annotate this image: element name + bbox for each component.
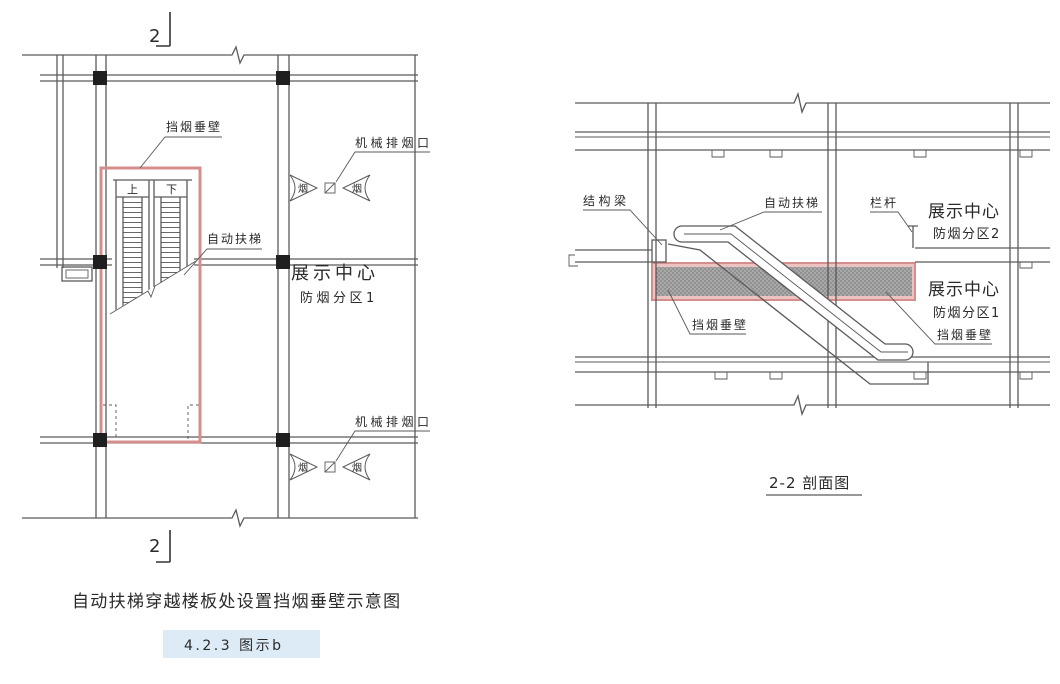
- upper-zone-name: 展示中心: [928, 202, 1000, 222]
- column: [276, 255, 290, 269]
- section-mark-bottom-number: 2: [149, 536, 160, 557]
- plan-zone-name: 展示中心: [291, 263, 379, 284]
- smoke-barrier-left-label: 挡烟垂壁: [692, 317, 748, 332]
- column: [276, 433, 290, 447]
- escalator-section: [667, 225, 929, 385]
- stair-landing-inner: [65, 269, 89, 279]
- plan-structural-lines: [22, 45, 418, 528]
- smoke-exhaust-outlet-bottom: 烟 烟: [289, 453, 371, 481]
- exhaust-grille-icon: [324, 182, 336, 194]
- column: [276, 71, 290, 85]
- figure-caption: 自动扶梯穿越楼板处设置挡烟垂壁示意图: [72, 592, 401, 612]
- figure-number: 4.2.3 图示b: [184, 638, 283, 654]
- figure-number-background: [163, 630, 320, 658]
- smoke-barrier-right-leader: [885, 291, 992, 345]
- section-mark-top-line: [156, 12, 171, 47]
- escalator-handrail-band: [673, 225, 914, 361]
- exhaust-arrow-right-icon: [341, 174, 371, 202]
- escalator-leader: [183, 248, 262, 276]
- exhaust-arrow-left-glyph: 烟: [298, 182, 308, 195]
- plan-zone-id: 防烟分区1: [300, 290, 378, 306]
- section-view: 结构梁 自动扶梯 栏杆 展示中心 防烟分区2 展示中心 防烟分区1 挡烟垂壁 挡…: [568, 91, 1050, 496]
- column: [93, 255, 107, 269]
- beam-leader: [583, 209, 663, 246]
- railing-leader: [870, 211, 913, 233]
- railing-label: 栏杆: [870, 195, 898, 210]
- exhaust-arrow-right-glyph: 烟: [352, 461, 362, 474]
- smoke-barrier-left-leader: [667, 289, 746, 335]
- plan-view: 2 2 上 下: [22, 12, 433, 563]
- section-escalator-label: 自动扶梯: [764, 195, 820, 210]
- section-mark-top-number: 2: [149, 26, 160, 47]
- escalator-down-label: 下: [166, 183, 177, 196]
- exhaust-top-label: 机械排烟口: [355, 135, 433, 150]
- exhaust-arrow-right-icon: [341, 453, 371, 481]
- escalator-down-steps: [161, 199, 180, 312]
- exhaust-arrow-right-glyph: 烟: [352, 182, 362, 195]
- exhaust-arrow-left-icon: [289, 174, 319, 202]
- exhaust-grille-diagonal: [324, 461, 336, 473]
- exhaust-arrow-left-glyph: 烟: [298, 461, 308, 474]
- escalator-up-label: 上: [127, 183, 138, 196]
- section-title: 2-2 剖面图: [769, 474, 850, 492]
- lower-zone-id: 防烟分区1: [933, 305, 1001, 321]
- section-structural-lines: [575, 91, 1050, 417]
- structural-beam: [651, 239, 667, 263]
- smoke-barrier-outline: [99, 166, 202, 444]
- exhaust-arrow-left-icon: [289, 453, 319, 481]
- escalator-plan: [113, 179, 192, 312]
- column: [93, 433, 107, 447]
- section-mark-bottom-line: [156, 530, 171, 563]
- escalator-label: 自动扶梯: [207, 231, 263, 246]
- plan-columns: [93, 71, 290, 447]
- section-mark-bottom: 2: [149, 530, 171, 563]
- lower-zone-name: 展示中心: [928, 280, 1000, 300]
- column: [93, 71, 107, 85]
- smoke-barrier-leader: [139, 136, 222, 169]
- section-mark-top: 2: [149, 12, 171, 47]
- section-slab-details: [568, 136, 1050, 380]
- exhaust-grille-diagonal: [324, 182, 336, 194]
- smoke-barrier-label: 挡烟垂壁: [166, 119, 222, 134]
- smoke-exhaust-outlet-top: 烟 烟: [289, 174, 371, 202]
- escalator-up-steps: [123, 199, 142, 312]
- stair-landing: [61, 266, 93, 282]
- stair-landing-outer: [61, 266, 93, 282]
- escalator-handrail-inner: [684, 233, 908, 353]
- upper-zone-id: 防烟分区2: [933, 226, 1001, 242]
- section-escalator-leader: [719, 211, 822, 231]
- exhaust-top-leader: [335, 151, 430, 183]
- railing: [908, 225, 918, 248]
- escalator-pit-dashed-marks: [103, 404, 199, 440]
- escalator-truss: [667, 243, 929, 385]
- exhaust-bottom-leader: [335, 430, 430, 462]
- exhaust-bottom-label: 机械排烟口: [355, 414, 433, 429]
- beam-label: 结构梁: [583, 193, 630, 208]
- figure-number-tag: 4.2.3 图示b: [163, 630, 320, 658]
- smoke-barrier-right-label: 挡烟垂壁: [937, 327, 993, 342]
- exhaust-grille-icon: [324, 461, 336, 473]
- escalator-break-line: [109, 260, 197, 315]
